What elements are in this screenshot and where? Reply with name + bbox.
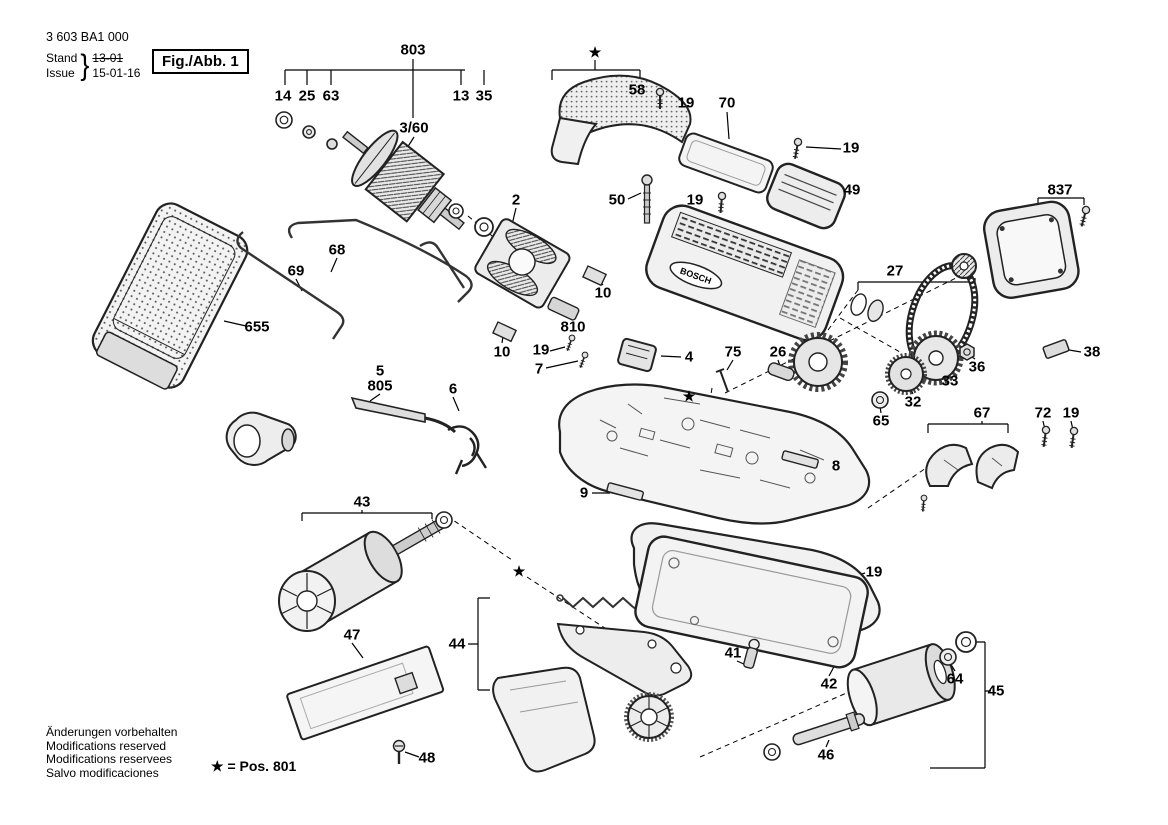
part-label-46: 46 — [817, 746, 835, 764]
stand-label: Stand — [46, 50, 78, 65]
part-label-5: 5 — [375, 362, 385, 380]
drive-roller — [846, 643, 956, 727]
part-label-49: 49 — [843, 181, 861, 199]
drive-train — [715, 253, 979, 409]
part-label-70: 70 — [718, 94, 736, 112]
figure-label: Fig./Abb. 1 — [152, 49, 249, 74]
part-label-19: 19 — [686, 191, 704, 209]
part-label-3-60: 3/60 — [399, 119, 429, 137]
adjust-knobs — [925, 443, 1020, 490]
part-label-43: 43 — [353, 493, 371, 511]
type-number: 3 603 BA1 000 — [46, 30, 129, 44]
brush-clamp — [617, 337, 657, 373]
part-label-47: 47 — [343, 626, 361, 644]
star-marker: ★ — [682, 388, 696, 404]
part-label-26: 26 — [769, 343, 787, 361]
side-cover — [982, 200, 1080, 299]
part-label-10: 10 — [493, 343, 511, 361]
part-label-27: 27 — [886, 262, 904, 280]
insert-strips — [606, 450, 819, 501]
stand-value: 13-01 — [92, 50, 124, 65]
part-label-36: 36 — [968, 358, 986, 376]
part-label-50: 50 — [608, 191, 626, 209]
motor-cap — [766, 162, 846, 230]
part-label-32: 32 — [904, 393, 922, 411]
tension-roller — [278, 511, 453, 632]
cover-plate — [678, 132, 774, 194]
part-label-6: 6 — [448, 380, 458, 398]
part-label-13: 13 — [452, 87, 470, 105]
revision-block: Stand Issue } 13-01 15-01-16 — [46, 48, 141, 82]
housing-upper-shell — [558, 383, 871, 525]
roller-pin — [763, 711, 866, 761]
part-label-9: 9 — [579, 484, 589, 502]
platen-screw — [392, 739, 406, 764]
part-label-67: 67 — [973, 404, 991, 422]
armature — [275, 111, 494, 237]
part-label-48: 48 — [418, 749, 436, 767]
dust-bag — [91, 202, 249, 390]
part-label-14: 14 — [274, 87, 292, 105]
brush-set — [491, 265, 608, 370]
washers — [939, 631, 977, 666]
footer-notes: Änderungen vorbehalten Modifications res… — [46, 725, 178, 780]
part-label-41: 41 — [724, 644, 742, 662]
part-label-72: 72 — [1034, 404, 1052, 422]
note-es: Salvo modificaciones — [46, 765, 159, 780]
note-fr: Modifications reservees — [46, 752, 173, 766]
pad — [1042, 339, 1070, 359]
star-marker: ★ — [512, 563, 526, 579]
part-label-4: 4 — [684, 348, 694, 366]
part-label-69: 69 — [287, 262, 305, 280]
handle — [550, 74, 692, 166]
part-label-803: 803 — [400, 41, 426, 59]
part-label-805: 805 — [367, 377, 393, 395]
brace-glyph: } — [80, 48, 90, 82]
part-label-45: 45 — [987, 682, 1005, 700]
part-label-19: 19 — [1062, 404, 1080, 422]
part-label-655: 655 — [244, 318, 270, 336]
star-marker: ★ — [588, 44, 602, 60]
part-label-63: 63 — [322, 87, 340, 105]
star-legend: ★ = Pos. 801 — [211, 758, 297, 774]
base-assembly — [492, 594, 693, 773]
part-label-65: 65 — [872, 412, 890, 430]
note-de: Änderungen vorbehalten — [46, 725, 178, 739]
part-label-810: 810 — [560, 318, 586, 336]
wire-links — [236, 218, 473, 340]
part-label-25: 25 — [298, 87, 316, 105]
part-label-8: 8 — [831, 457, 841, 475]
field-stator — [474, 218, 571, 309]
part-label-75: 75 — [724, 343, 742, 361]
note-en: Modifications reserved — [46, 738, 167, 753]
title-block: 3 603 BA1 000 Stand Issue } 13-01 15-01-… — [46, 30, 140, 81]
belt-cover — [634, 535, 869, 669]
issue-value: 15-01-16 — [92, 65, 141, 80]
part-label-837: 837 — [1047, 181, 1073, 199]
power-cord — [350, 396, 488, 475]
part-label-42: 42 — [820, 675, 838, 693]
part-label-35: 35 — [475, 87, 493, 105]
platen — [286, 645, 445, 741]
part-label-58: 58 — [628, 81, 646, 99]
part-label-33: 33 — [941, 372, 959, 390]
dust-elbow — [225, 411, 297, 466]
lever — [743, 638, 760, 669]
part-label-68: 68 — [328, 241, 346, 259]
motor-housing: BOSCH — [645, 204, 845, 342]
part-label-19: 19 — [677, 94, 695, 112]
part-label-19: 19 — [532, 341, 550, 359]
part-label-19: 19 — [842, 139, 860, 157]
part-label-2: 2 — [511, 191, 521, 209]
issue-label: Issue — [46, 65, 75, 80]
part-label-38: 38 — [1083, 343, 1101, 361]
part-label-10: 10 — [594, 284, 612, 302]
screw-50 — [641, 174, 653, 224]
part-label-19: 19 — [865, 563, 883, 581]
part-label-44: 44 — [448, 635, 466, 653]
screws — [641, 87, 1092, 629]
part-label-64: 64 — [946, 670, 964, 688]
part-label-7: 7 — [534, 360, 544, 378]
